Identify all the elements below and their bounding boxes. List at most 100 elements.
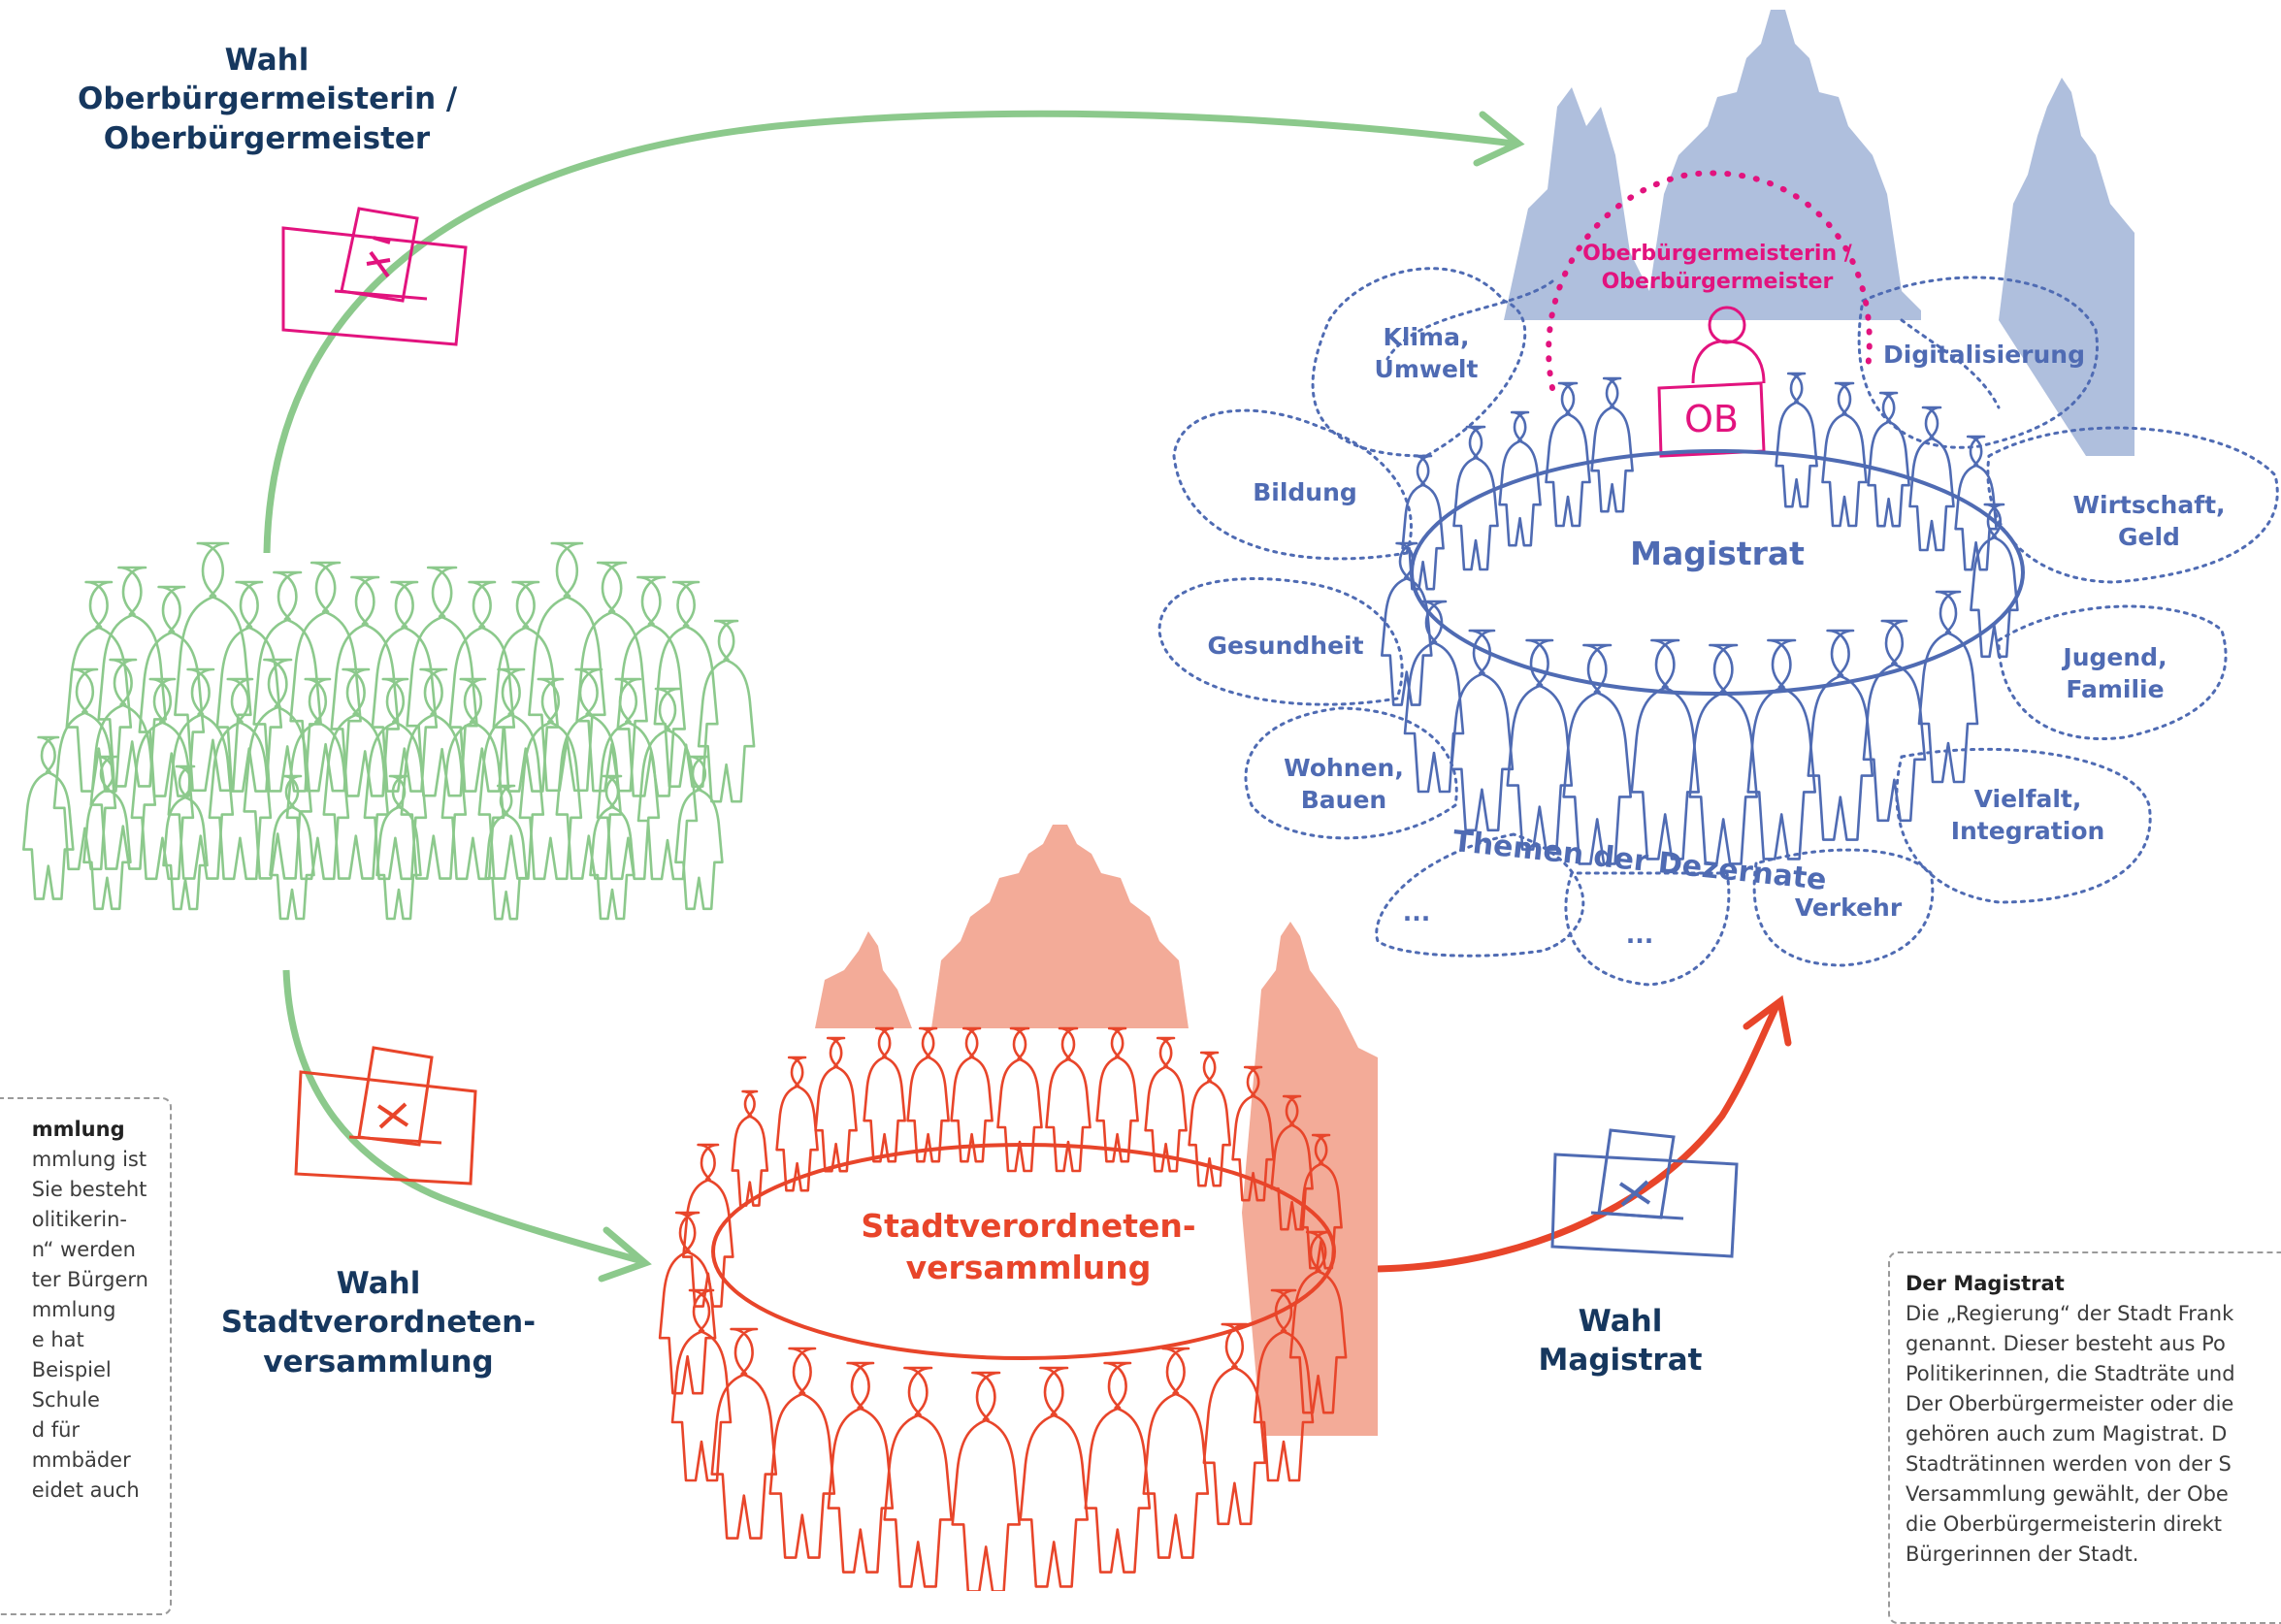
citizen-figure [400,667,468,880]
citizen-figure [89,658,157,870]
dezernat-gesundheit: Gesundheit [1207,632,1364,660]
stv-member [863,1026,906,1163]
citizen-figure [215,580,283,793]
stv-member [1202,1322,1267,1526]
citizen-figure [82,755,132,911]
citizen-figure [518,677,583,881]
magistrat-member [1450,629,1515,832]
petal-digital [1857,276,2099,449]
magistrat-members [1381,372,2019,865]
stv-member [1045,1026,1092,1173]
citizen-figure [97,566,167,788]
citizen-figure [167,667,235,880]
magistrat-member [1775,372,1818,508]
citizen-figure [492,580,560,793]
magistrat-member [1862,619,1927,823]
stv-member [814,1036,858,1173]
citizen-figure [52,667,117,871]
stv-member [1231,1065,1275,1202]
label-wahl-stv: Wahl Stadtverordneten- versammlung [220,1266,537,1380]
ob-dotted-circle [1546,170,1873,391]
stv-member [1019,1366,1089,1588]
magistrat-member [1807,629,1874,841]
stv-member [906,1026,950,1163]
citizen-figure [208,677,273,881]
citizen-figure [589,774,635,921]
citizen-figure [243,658,312,880]
petal-bildung [1172,408,1413,561]
citizen-figure [653,580,719,788]
citizen-figure [697,619,756,803]
citizen-figure [406,566,478,797]
stv-member [1188,1051,1231,1187]
magistrat-member [1562,643,1632,865]
magistrat-member [1630,638,1700,861]
dezernate-petals [1157,267,2279,987]
stv-member [1253,1288,1315,1482]
citizen-figure [269,774,315,921]
ballot-icon-ob [281,207,468,346]
dezernat-more-1: ... [1402,898,1431,926]
dezernat-verkehr: Verkehr [1794,893,1903,922]
stv-member [1270,1094,1314,1231]
stv-member [996,1026,1043,1173]
citizen-figure [616,575,686,797]
stv-title: Stadtverordneten- versammlung [861,1207,1196,1286]
citizen-figure [484,784,528,921]
stv-member [1299,1133,1343,1270]
stv-member [951,1371,1021,1591]
label-wahl-magistrat: Wahl Magistrat [1538,1304,1703,1379]
citizen-figure [528,541,606,793]
petal-more2 [1564,871,1731,987]
citizen-figure [138,585,206,797]
petal-jugend [1997,604,2228,740]
ballot-icon-stv [294,1046,477,1186]
stv-members [658,1026,1348,1591]
citizen-figure [375,774,422,921]
arrow-wahl-stv [282,969,643,1265]
ballot-icon-magistrat [1550,1128,1739,1258]
magistrat-label: Magistrat [1630,535,1805,572]
petal-klima [1311,267,1527,458]
stv-member [1288,1230,1348,1414]
arrow-head-stv [598,1226,652,1283]
arrow-wahl-magistrat [1377,1002,1781,1273]
magistrat-member [1545,381,1591,528]
dezernat-bildung: Bildung [1253,478,1357,506]
citizens-crowd [22,541,756,921]
citizen-figure [596,677,661,881]
magistrat-member [1401,454,1445,591]
stv-member [731,1089,769,1207]
citizen-figure [162,764,209,911]
city-silhouette-magistrat [1504,10,2134,456]
ob-title: Oberbürgermeisterin / Oberbürgermeister [1582,242,1852,294]
magistrat-member [1403,600,1465,794]
magistrat-member [1821,381,1868,528]
citizen-figure [363,677,428,881]
arrow-head-magistrat [1743,994,1792,1047]
magistrat-member [1917,590,1979,784]
dezernat-jugend: Jugend,Familie [2063,643,2167,703]
citizen-figure [477,667,545,880]
ob-sign: OB [1684,398,1739,440]
citizen-figure [285,677,350,881]
citizen-figure [289,561,362,793]
citizen-figure [440,677,505,881]
citizen-figure [22,735,75,900]
dezernat-more-2: ... [1625,921,1654,949]
label-wahl-ob: Wahl Oberbürgermeisterin / Oberbürgermei… [78,43,458,156]
magistrat-member [1746,638,1816,861]
dezernat-wirtschaft: Wirtschaft,Geld [2072,491,2226,551]
petal-gesundheit [1157,577,1404,706]
stv-member [670,1288,733,1482]
stv-member [1144,1036,1188,1173]
dezernat-digital: Digitalisierung [1883,341,2085,369]
stv-member [1084,1361,1152,1574]
dezernat-wohnen: Wohnen,Bauen [1284,754,1404,814]
magistrat-member [1498,410,1542,547]
magistrat-member [1452,425,1499,571]
citizen-figure [448,580,516,793]
arrow-head-ob [1473,111,1525,167]
info-box-magistrat: Der Magistrat Die „Regierung“ der Stadt … [1888,1251,2281,1624]
citizen-figure [371,580,439,793]
